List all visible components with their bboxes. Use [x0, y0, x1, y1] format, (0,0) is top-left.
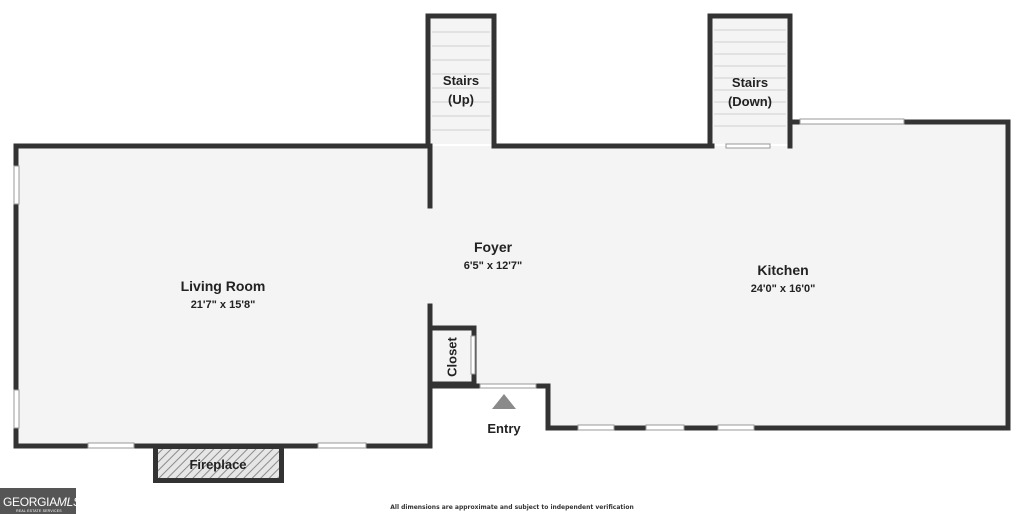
- disclaimer-text: All dimensions are approximate and subje…: [390, 504, 633, 511]
- logo-brand-left: GEORGIA: [3, 495, 57, 509]
- window-left-top: [13, 165, 20, 205]
- living-room-floor: [18, 146, 430, 444]
- logo-brand-right: MLS: [57, 495, 81, 509]
- walls: [13, 13, 1011, 449]
- fireplace-label: Fireplace: [189, 457, 246, 472]
- entry-label: Entry: [487, 421, 521, 436]
- window-kitchen-bottom-3: [717, 424, 755, 431]
- stairs-down-floor: [712, 18, 788, 144]
- stairs-up-label-2: (Up): [448, 92, 474, 107]
- stairs-up-treads: [432, 31, 490, 131]
- stairs-down-opening: [725, 143, 771, 149]
- window-kitchen-bottom-1: [577, 424, 615, 431]
- georgiamls-logo: GEORGIAMLS REAL ESTATE SERVICES: [0, 488, 81, 514]
- entry-door: [479, 383, 537, 389]
- window-bottom-1: [87, 442, 135, 449]
- stairs-down-label-2: (Down): [728, 94, 772, 109]
- wall-living-outer: [13, 143, 433, 449]
- closet-floor: [432, 327, 473, 384]
- fireplace: [153, 446, 284, 483]
- windows: [13, 118, 905, 449]
- svg-text:GEORGIAMLS: GEORGIAMLS: [3, 495, 81, 509]
- stairs-up-floor: [430, 18, 492, 144]
- kitchen-floor: [550, 122, 1006, 426]
- entry-arrow-icon: [492, 394, 516, 409]
- foyer-name: Foyer: [474, 239, 513, 255]
- closet-door-opening: [470, 335, 476, 375]
- wall-kitchen-outer: [533, 119, 1011, 431]
- closet-label: Closet: [444, 336, 459, 376]
- living-room-dimensions: 21'7" x 15'8": [191, 299, 256, 311]
- stairs-down-treads: [714, 29, 786, 127]
- window-kitchen-top: [799, 118, 905, 125]
- stairs-up-label-1: Stairs: [443, 73, 479, 88]
- kitchen-dimensions: 24'0" x 16'0": [751, 283, 816, 295]
- window-kitchen-bottom-2: [645, 424, 685, 431]
- foyer-dimensions: 6'5" x 12'7": [464, 260, 522, 272]
- logo-tagline: REAL ESTATE SERVICES: [16, 509, 62, 513]
- stairs-down-label-1: Stairs: [732, 75, 768, 90]
- window-left-bottom: [13, 389, 20, 429]
- kitchen-name: Kitchen: [757, 262, 808, 278]
- wall-stairs-down: [707, 13, 793, 149]
- floors: [18, 18, 1006, 444]
- window-bottom-2: [317, 442, 367, 449]
- wall-stairs-up: [425, 13, 497, 149]
- living-room-name: Living Room: [181, 278, 266, 294]
